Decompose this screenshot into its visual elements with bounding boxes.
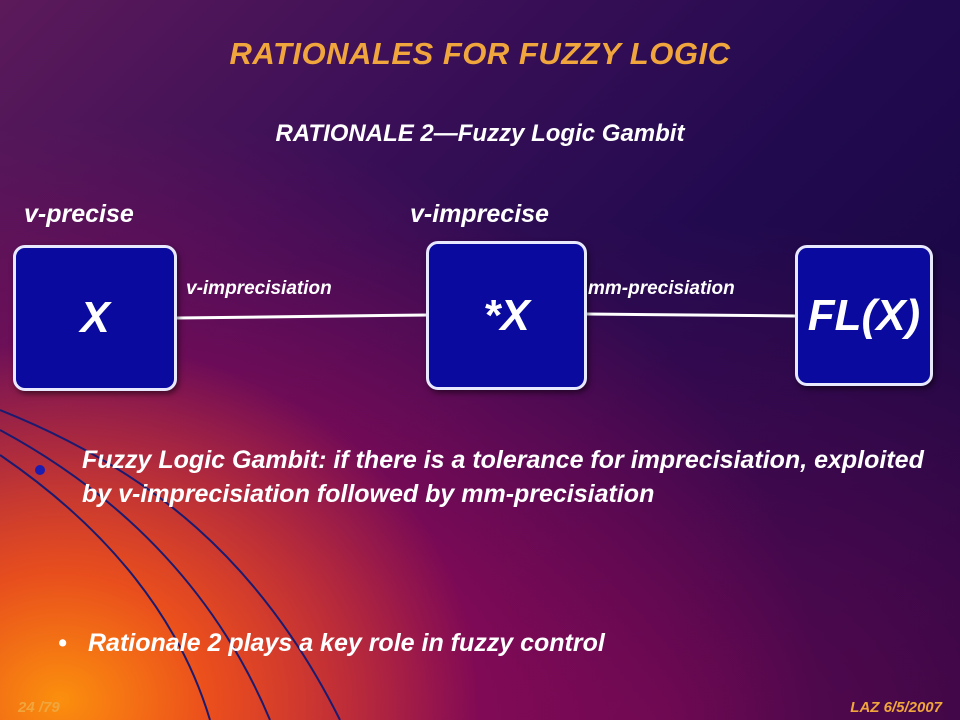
edge-line-left — [176, 313, 429, 320]
bullet-marker-2: • — [58, 629, 67, 657]
box-star-x-label: *X — [483, 290, 530, 340]
label-v-precise: v-precise — [24, 200, 134, 228]
box-fl-x: FL(X) — [795, 245, 933, 386]
box-x: X — [13, 245, 177, 391]
edge-label-v-imprecisiation: v-imprecisiation — [186, 278, 332, 299]
bullet-text-1: Fuzzy Logic Gambit: if there is a tolera… — [82, 446, 924, 508]
edge-label-mm-precisiation: mm-precisiation — [588, 278, 735, 299]
page-number: 24 /79 — [18, 699, 60, 716]
label-v-imprecise: v-imprecise — [410, 200, 549, 228]
bullet-text-2: Rationale 2 plays a key role in fuzzy co… — [88, 629, 605, 657]
bullet-dot-icon — [35, 465, 45, 475]
slide-title: RATIONALES FOR FUZZY LOGIC — [229, 36, 731, 71]
edge-line-right — [585, 312, 797, 318]
box-x-label: X — [80, 293, 110, 342]
box-fl-x-label: FL(X) — [807, 290, 921, 340]
slide-subtitle: RATIONALE 2—Fuzzy Logic Gambit — [275, 120, 685, 147]
author-date: LAZ 6/5/2007 — [850, 699, 942, 716]
box-star-x: *X — [426, 241, 587, 390]
